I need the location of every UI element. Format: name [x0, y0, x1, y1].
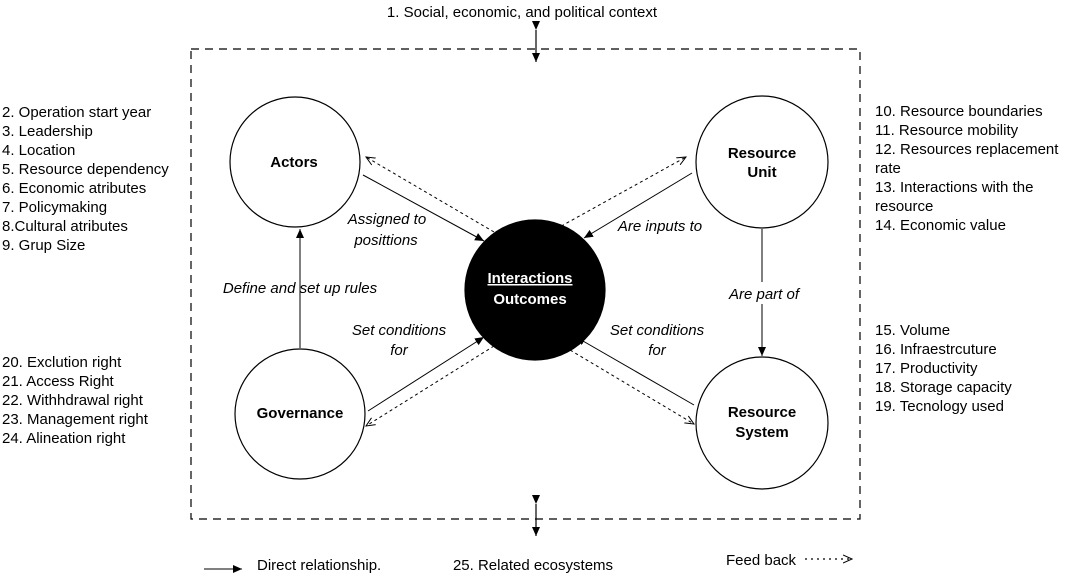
arrow-unit-to-center [583, 172, 693, 239]
edge-label-define: Define and set up rules [223, 280, 378, 297]
feedback-center-to-unit [555, 157, 686, 230]
resource-system-attribute-item: 18. Storage capacity [875, 379, 1012, 396]
actor-attribute-item: 4. Location [2, 142, 76, 159]
arrow-governance-to-center [367, 336, 485, 412]
resource-unit-label-2: Unit [747, 164, 776, 181]
governance-attribute-item: 20. Exclution right [2, 354, 122, 371]
legend-direct-label: Direct relationship. [257, 557, 381, 574]
resource-system-attribute-item: 19. Tecnology used [875, 398, 1004, 415]
edge-label-inputs: Are inputs to [617, 218, 702, 235]
actor-attribute-item: 5. Resource dependency [2, 161, 169, 178]
edge-label-assigned-2: posittions [353, 232, 418, 249]
resource-system-attribute-item: 16. Infraestrcuture [875, 341, 997, 358]
resource-system-node [695, 356, 829, 490]
governance-label: Governance [257, 405, 344, 422]
resource-unit-attributes-list: 10. Resource boundaries 11. Resource mobi… [875, 102, 1058, 235]
actors-label: Actors [270, 154, 318, 171]
resource-system-attribute-item: 15. Volume [875, 322, 951, 339]
legend-related-label: 25. Related ecosystems [453, 557, 613, 574]
resource-unit-label-1: Resource [728, 145, 796, 162]
actor-attribute-item: 2. Operation start year [2, 104, 152, 121]
resource-unit-attribute-item: rate [875, 160, 901, 177]
actor-attribute-item: 6. Economic atributes [2, 180, 147, 197]
actor-attribute-item: 9. Grup Size [2, 237, 86, 254]
governance-attribute-item: 23. Management right [2, 411, 148, 428]
center-label-1: Interactions [487, 270, 572, 287]
edge-label-part-of: Are part of [728, 286, 801, 303]
governance-attribute-item: 22. Withhdrawal right [2, 392, 143, 409]
resource-unit-attribute-item: resource [875, 198, 934, 215]
governance-node [234, 348, 366, 480]
actor-attributes-list: 2. Operation start year 3. Leadership 4. L… [2, 103, 169, 255]
context-label: 1. Social, economic, and political conte… [387, 4, 658, 21]
resource-unit-attribute-item: 11. Resource mobility [875, 122, 1019, 139]
arrow-actors-to-center [362, 174, 485, 242]
resource-system-label-1: Resource [728, 404, 796, 421]
edge-label-assigned-1: Assigned to [347, 211, 426, 228]
edge-label-set-left-1: Set conditions [352, 322, 447, 339]
resource-system-attributes-list: 15. Volume 16. Infraestrcuture 17. Product… [875, 321, 1012, 416]
feedback-center-to-actors [366, 157, 495, 233]
governance-attribute-item: 24. Alineation right [2, 430, 126, 447]
edge-label-set-right-2: for [648, 342, 667, 359]
legend-feedback-label: Feed back [726, 552, 797, 569]
resource-unit-attribute-item: 12. Resources replacement [875, 141, 1059, 158]
feedback-center-to-governance [366, 345, 495, 426]
edge-label-set-left-2: for [390, 342, 409, 359]
governance-attributes-list: 20. Exclution right 21. Access Right 22. W… [2, 353, 148, 448]
resource-unit-attribute-item: 13. Interactions with the [875, 179, 1034, 196]
actor-attribute-item: 7. Policymaking [2, 199, 108, 216]
edge-label-part-of-bg [724, 282, 802, 304]
feedback-center-to-system [564, 346, 694, 424]
center-label-2: Outcomes [493, 291, 566, 308]
resource-unit-attribute-item: 10. Resource boundaries [875, 103, 1043, 120]
actor-attribute-item: 3. Leadership [2, 123, 93, 140]
governance-attribute-item: 21. Access Right [2, 373, 114, 390]
resource-system-label-2: System [735, 424, 788, 441]
system-boundary [190, 48, 861, 520]
arrow-system-to-center [575, 336, 695, 406]
resource-unit-node [695, 95, 829, 229]
interactions-outcomes-node [464, 219, 606, 361]
actors-node [229, 96, 361, 228]
resource-system-attribute-item: 17. Productivity [875, 360, 978, 377]
edge-label-set-right-1: Set conditions [610, 322, 705, 339]
actor-attribute-item: 8.Cultural atributes [2, 218, 128, 235]
resource-unit-attribute-item: 14. Economic value [875, 217, 1006, 234]
